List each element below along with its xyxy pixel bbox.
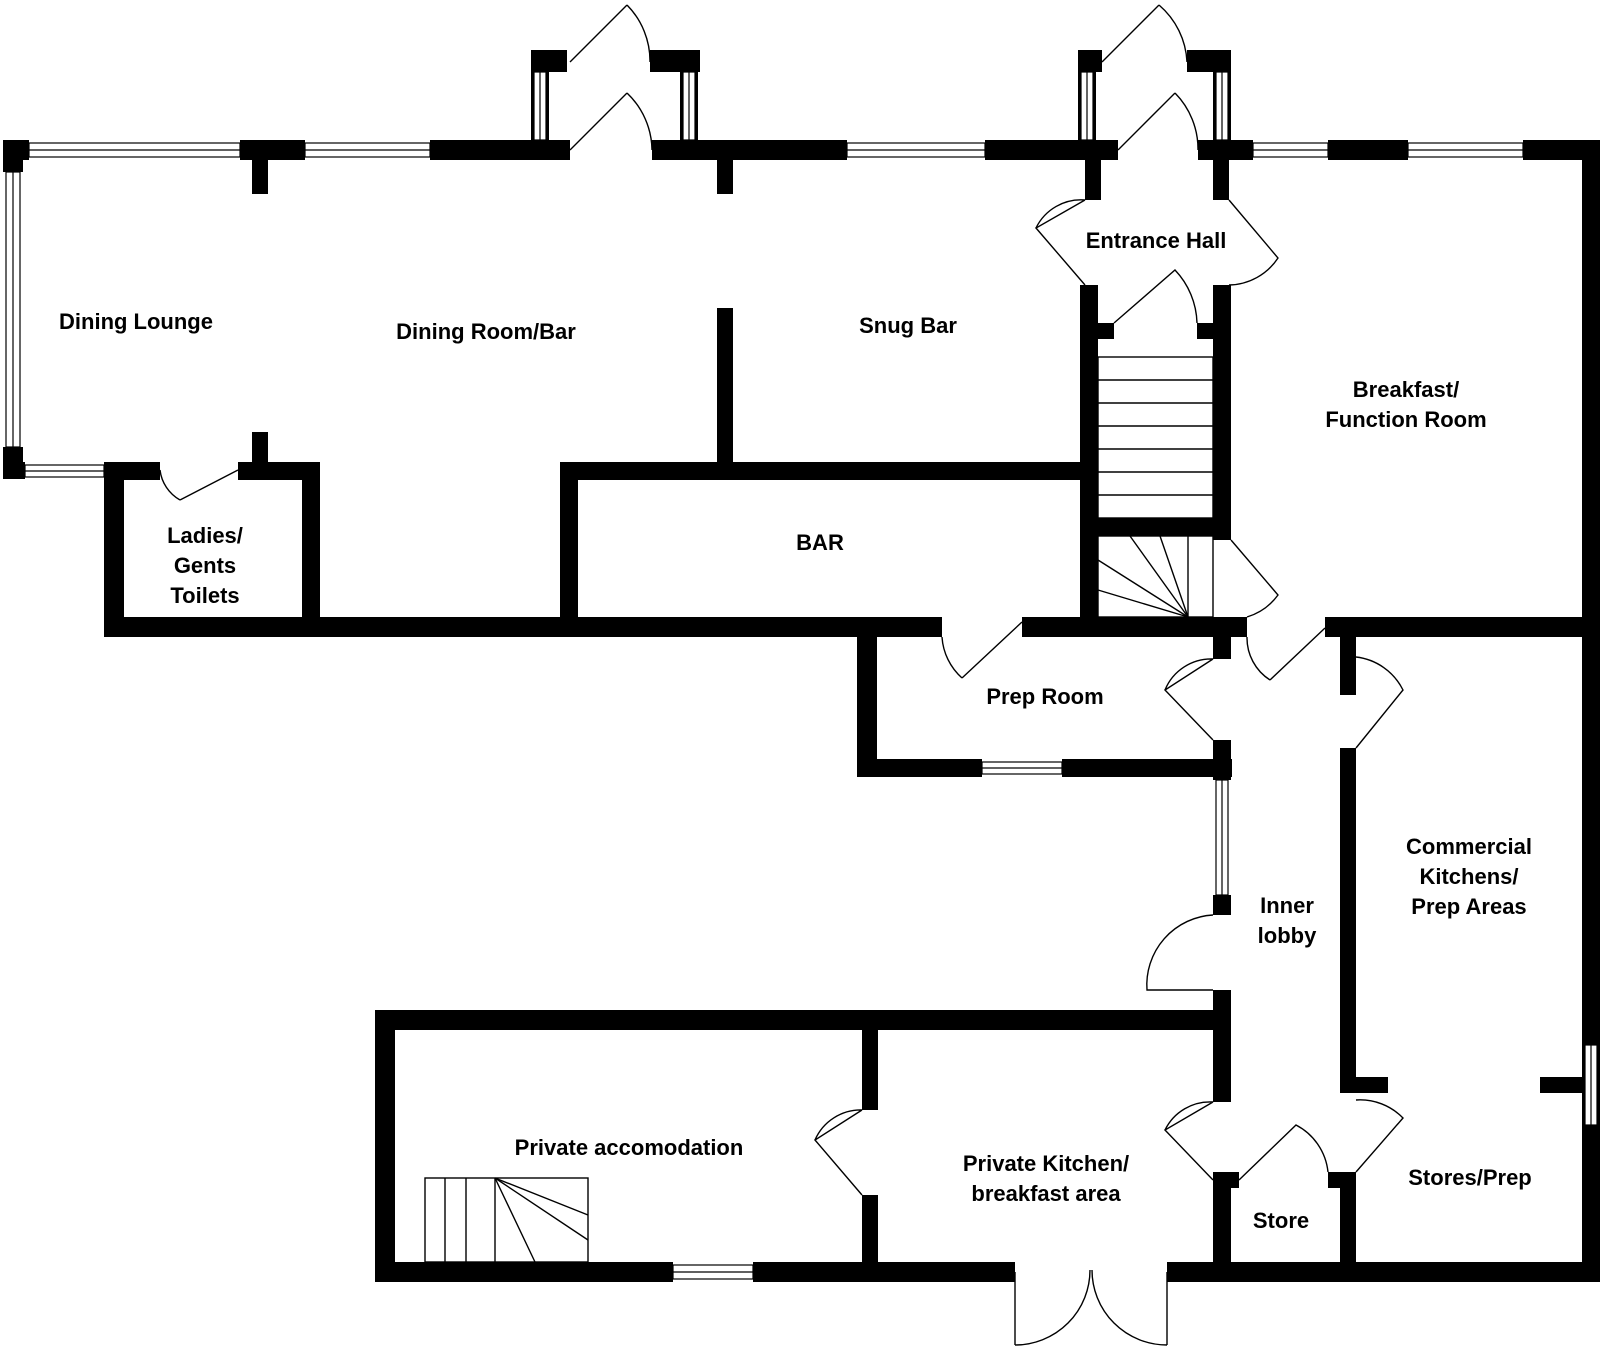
label-prep-room-text: Prep Room — [986, 684, 1104, 709]
label-breakfast-function-room: Breakfast/ Function Room — [1325, 375, 1486, 435]
label-dining-room-bar-text: Dining Room/Bar — [396, 319, 576, 344]
label-private-kitchen: Private Kitchen/ breakfast area — [963, 1149, 1129, 1209]
label-kitchens-line1: Commercial — [1406, 834, 1532, 859]
windows — [5, 71, 1598, 1280]
staircase-upper — [1097, 356, 1214, 618]
label-entrance-hall: Entrance Hall — [1086, 226, 1227, 256]
label-stores-prep-text: Stores/Prep — [1408, 1165, 1532, 1190]
label-toilets-line1: Ladies/ — [167, 523, 243, 548]
label-breakfast-function-line2: Function Room — [1325, 407, 1487, 432]
label-toilets-line3: Toilets — [170, 583, 240, 608]
label-dining-lounge-text: Dining Lounge — [59, 309, 213, 334]
label-kitchens-line3: Prep Areas — [1411, 894, 1527, 919]
label-private-accommodation: Private accomodation — [515, 1133, 744, 1163]
label-private-kitchen-line1: Private Kitchen/ — [962, 1151, 1130, 1176]
label-stores-prep: Stores/Prep — [1408, 1163, 1532, 1193]
label-dining-room-bar: Dining Room/Bar — [396, 317, 576, 347]
label-store: Store — [1253, 1206, 1309, 1236]
walls — [3, 50, 1600, 1282]
doors — [159, 4, 1404, 1346]
label-toilets-line2: Gents — [173, 553, 237, 578]
label-dining-lounge: Dining Lounge — [59, 307, 213, 337]
label-prep-room: Prep Room — [986, 682, 1103, 712]
label-inner-lobby-line2: lobby — [1257, 923, 1317, 948]
label-bar-text: BAR — [796, 530, 844, 555]
label-entrance-hall-text: Entrance Hall — [1085, 228, 1227, 253]
label-snug-bar-text: Snug Bar — [859, 313, 957, 338]
label-snug-bar: Snug Bar — [859, 311, 957, 341]
staircase-lower — [424, 1177, 589, 1263]
label-commercial-kitchens: Commercial Kitchens/ Prep Areas — [1406, 832, 1532, 922]
label-store-text: Store — [1252, 1208, 1310, 1233]
label-inner-lobby-line1: Inner — [1260, 893, 1314, 918]
label-toilets: Ladies/ Gents Toilets — [167, 521, 243, 611]
label-kitchens-line2: Kitchens/ — [1419, 864, 1519, 889]
label-private-accommodation-text: Private accomodation — [514, 1135, 744, 1160]
label-private-kitchen-line2: breakfast area — [971, 1181, 1121, 1206]
label-bar: BAR — [796, 528, 844, 558]
label-breakfast-function-line1: Breakfast/ — [1352, 377, 1460, 402]
label-inner-lobby: Inner lobby — [1258, 891, 1317, 951]
